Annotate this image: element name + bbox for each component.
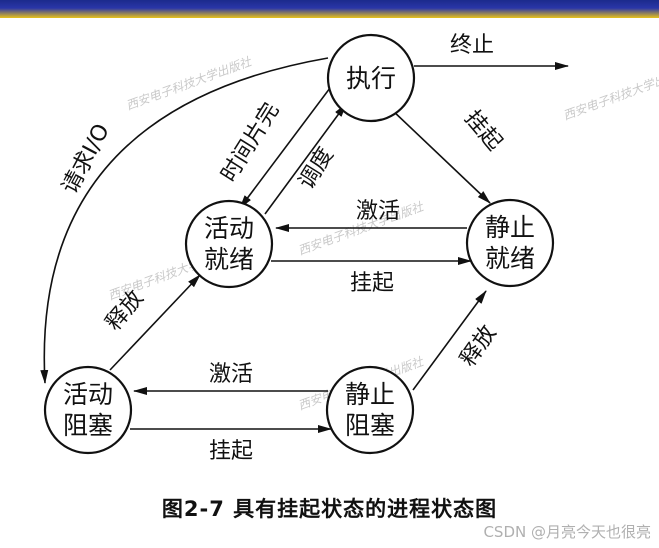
top-decorative-bar	[0, 0, 659, 18]
node-static-blocked-label-2: 阻塞	[345, 411, 395, 440]
node-static-ready-label-2: 就绪	[485, 244, 535, 273]
node-active-blocked-label-1: 活动	[63, 380, 113, 409]
edge-label-request-io: 请求I/O	[58, 120, 115, 198]
node-active-ready-label-1: 活动	[204, 214, 254, 243]
edge-label-release-right: 释放	[456, 321, 502, 371]
edge-label-suspend-blocked: 挂起	[209, 439, 253, 464]
edge-label-dispatch: 调度	[294, 143, 339, 194]
node-active-ready-label-2: 就绪	[204, 245, 254, 274]
node-active-blocked-circle	[43, 365, 133, 455]
node-running-label: 执行	[346, 64, 396, 93]
edge-label-terminate: 终止	[450, 33, 494, 58]
node-static-ready-label-1: 静止	[485, 213, 535, 242]
watermark-1: 西安电子科技大学出版社	[124, 54, 254, 113]
edge-request-io	[40, 57, 329, 384]
node-static-ready-circle	[465, 198, 555, 288]
node-static-blocked-label-1: 静止	[345, 380, 395, 409]
edge-time-slice	[239, 87, 331, 209]
edge-release-left	[109, 274, 201, 371]
node-running-circle	[326, 33, 416, 123]
node-active-blocked-label-2: 阻塞	[63, 411, 113, 440]
edge-label-activate-ready: 激活	[356, 199, 400, 224]
watermark-5: 西安电子科技大学出版社	[561, 64, 659, 123]
edge-label-time-slice: 时间片完	[217, 99, 285, 187]
edge-label-suspend-running: 挂起	[459, 106, 506, 156]
edge-label-activate-blocked: 激活	[209, 362, 253, 387]
node-active-ready-circle	[184, 199, 274, 289]
node-static-blocked-circle	[325, 365, 415, 455]
edge-dispatch	[264, 103, 347, 215]
edge-suspend-running	[390, 108, 491, 204]
source-credit: CSDN @月亮今天也很亮	[483, 523, 651, 541]
edge-release-right	[412, 290, 487, 391]
edge-label-suspend-ready: 挂起	[350, 271, 394, 296]
figure-caption: 图2-7 具有挂起状态的进程状态图	[161, 497, 498, 521]
